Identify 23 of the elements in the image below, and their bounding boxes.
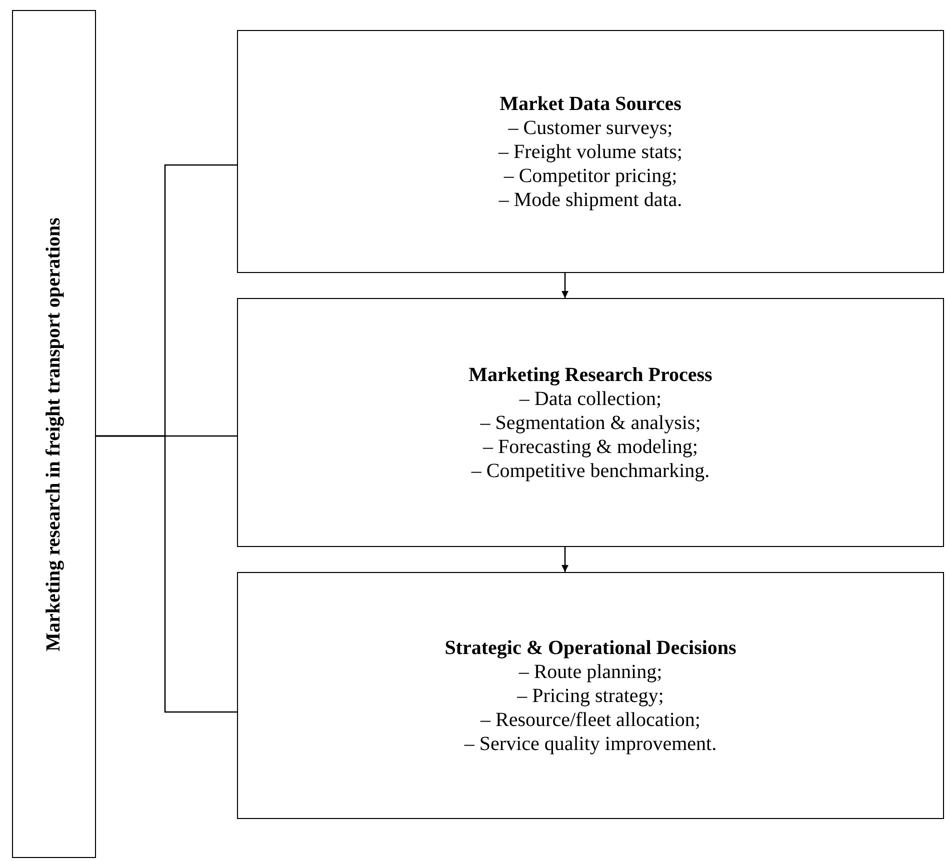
arrow [562, 547, 568, 572]
box-heading: Market Data Sources [500, 92, 682, 116]
list-item: – Mode shipment data. [498, 188, 682, 212]
list-item: – Forecasting & modeling; [483, 434, 698, 458]
list-item: – Customer surveys; [508, 116, 673, 140]
list-item: – Competitive benchmarking. [471, 458, 710, 482]
process-box [237, 572, 944, 819]
arrow [562, 273, 568, 298]
box-heading: Marketing Research Process [468, 362, 712, 386]
box-heading: Strategic & Operational Decisions [444, 636, 736, 660]
process-box [237, 298, 944, 547]
list-item: – Route planning; [518, 660, 662, 684]
list-item: – Pricing strategy; [517, 684, 664, 708]
list-item: – Segmentation & analysis; [480, 410, 701, 434]
vertical-title: Marketing research in freight transport operations [42, 217, 66, 651]
list-item: – Competitor pricing; [504, 164, 678, 188]
process-box [237, 30, 944, 273]
list-item: – Data collection; [519, 386, 662, 410]
title-box [12, 10, 96, 858]
list-item: – Freight volume stats; [498, 140, 682, 164]
list-item: – Resource/fleet allocation; [480, 708, 700, 732]
list-item: – Service quality improvement. [464, 732, 717, 756]
connector-line [96, 435, 237, 713]
